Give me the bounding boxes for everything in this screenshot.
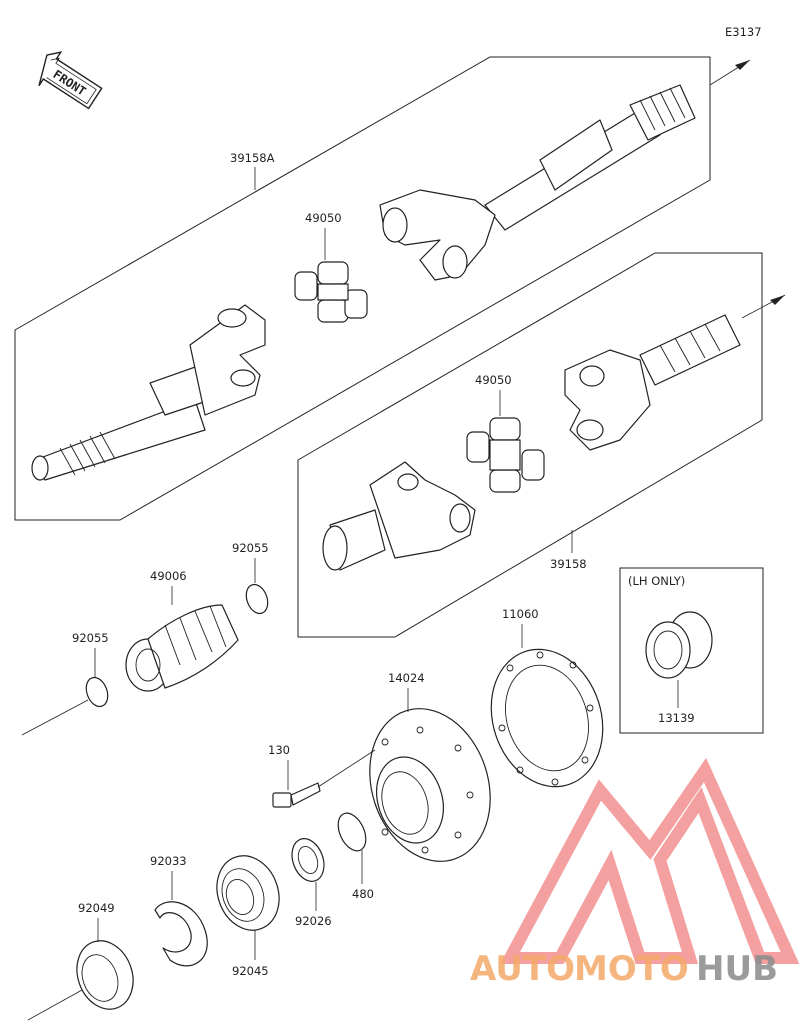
shaft-a-left xyxy=(31,304,266,481)
label-bearing: 92045 xyxy=(232,964,269,978)
front-arrow-icon: FRONT xyxy=(38,51,103,110)
label-housing: 14024 xyxy=(388,671,425,685)
housing xyxy=(369,708,491,862)
gasket xyxy=(490,648,604,788)
watermark-part2: MOTO xyxy=(574,949,689,989)
label-bolt: 130 xyxy=(268,743,290,757)
watermark-logo xyxy=(499,757,800,964)
universal-joint-lower xyxy=(466,417,545,493)
gear-lh xyxy=(645,611,713,679)
bearing xyxy=(216,855,280,931)
shaft-right-end xyxy=(564,314,741,451)
oil-seal xyxy=(76,940,134,1010)
universal-joint-upper xyxy=(294,261,368,323)
label-joint-lower: 49050 xyxy=(475,373,512,387)
boot-band-lower xyxy=(85,676,109,708)
bolt xyxy=(272,782,321,808)
lh-only-note: (LH ONLY) xyxy=(628,574,685,588)
label-boot-band-upper: 92055 xyxy=(232,541,269,555)
collar xyxy=(291,838,325,882)
label-oil-seal: 92049 xyxy=(78,901,115,915)
watermark-part3: HUB xyxy=(696,949,778,989)
label-circlip-small: 480 xyxy=(352,887,374,901)
boot xyxy=(125,604,239,692)
lh-only-box xyxy=(619,567,764,734)
label-gear-lh: 13139 xyxy=(658,711,695,725)
snap-ring xyxy=(154,901,208,967)
watermark-text: AUTO MOTO HUB xyxy=(470,949,778,989)
arrow-head-icon xyxy=(735,60,750,70)
shaft-a-right xyxy=(379,84,696,281)
label-collar: 92026 xyxy=(295,914,332,928)
arrow-head-icon xyxy=(770,295,785,305)
label-shaft-assy: 39158 xyxy=(550,557,587,571)
circlip-small xyxy=(337,812,367,852)
boot-band-upper xyxy=(245,583,269,615)
label-gasket: 11060 xyxy=(502,607,539,621)
shaft-left-end xyxy=(322,461,476,571)
label-joint-upper: 49050 xyxy=(305,211,342,225)
shaft-a-frame xyxy=(14,56,711,521)
label-snap-ring: 92033 xyxy=(150,854,187,868)
label-boot: 49006 xyxy=(150,569,187,583)
label-boot-band-lower: 92055 xyxy=(72,631,109,645)
diagram-code: E3137 xyxy=(725,25,762,39)
shaft-frame xyxy=(297,252,763,638)
label-shaft-assy-a: 39158A xyxy=(230,151,275,165)
watermark-part1: AUTO xyxy=(470,949,575,989)
